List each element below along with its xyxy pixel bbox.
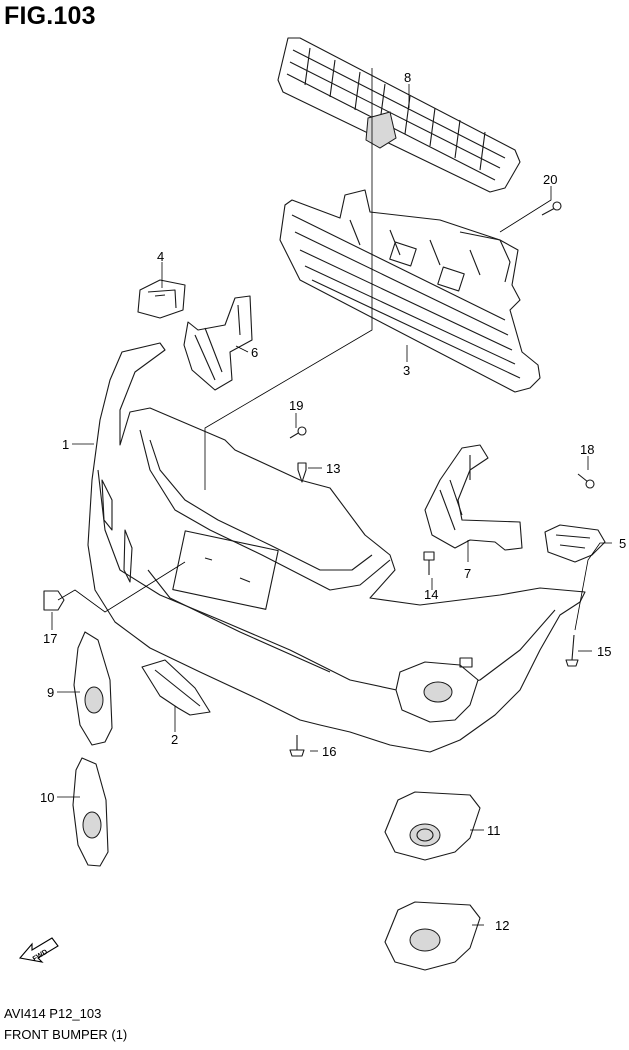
callout-15: 15 xyxy=(597,644,611,659)
figure-code: AVI414 P12_103 xyxy=(4,1006,102,1021)
part-5-bracket xyxy=(544,524,606,563)
callout-4: 4 xyxy=(157,249,164,264)
callout-labels: 1 2 3 4 5 6 7 8 9 10 11 12 13 14 15 16 1… xyxy=(40,70,626,933)
part-12-fog-cover xyxy=(384,901,481,971)
callout-19: 19 xyxy=(289,398,303,413)
callout-12: 12 xyxy=(495,918,509,933)
fasteners xyxy=(43,201,595,757)
figure-title: FIG.103 xyxy=(4,2,96,30)
callout-5: 5 xyxy=(619,536,626,551)
callout-17: 17 xyxy=(43,631,57,646)
part-1-bumper-cover xyxy=(87,342,586,753)
part-8-upper-grille xyxy=(277,37,521,193)
fwd-arrow-icon: FWD xyxy=(18,937,59,963)
callout-13: 13 xyxy=(326,461,340,476)
callout-3: 3 xyxy=(403,363,410,378)
callout-16: 16 xyxy=(322,744,336,759)
callout-14: 14 xyxy=(424,587,438,602)
part-11-fog-cover xyxy=(384,791,481,861)
callout-2: 2 xyxy=(171,732,178,747)
part-4-bracket xyxy=(137,279,186,319)
callout-8: 8 xyxy=(404,70,411,85)
callout-7: 7 xyxy=(464,566,471,581)
part-2-lower-cover xyxy=(141,659,211,716)
callout-9: 9 xyxy=(47,685,54,700)
part-7-right-bracket xyxy=(424,444,523,551)
part-3-grille-frame xyxy=(279,189,541,393)
callout-11: 11 xyxy=(487,823,501,838)
figure-caption: FRONT BUMPER (1) xyxy=(4,1027,128,1042)
callout-18: 18 xyxy=(580,442,594,457)
callout-10: 10 xyxy=(40,790,54,805)
leader-lines xyxy=(51,68,612,926)
part-10-fog-bezel xyxy=(72,757,109,867)
callout-20: 20 xyxy=(543,172,557,187)
callout-1: 1 xyxy=(62,437,69,452)
part-6-side-bracket xyxy=(183,295,253,391)
callout-6: 6 xyxy=(251,345,258,360)
part-9-fog-bezel xyxy=(73,631,113,746)
